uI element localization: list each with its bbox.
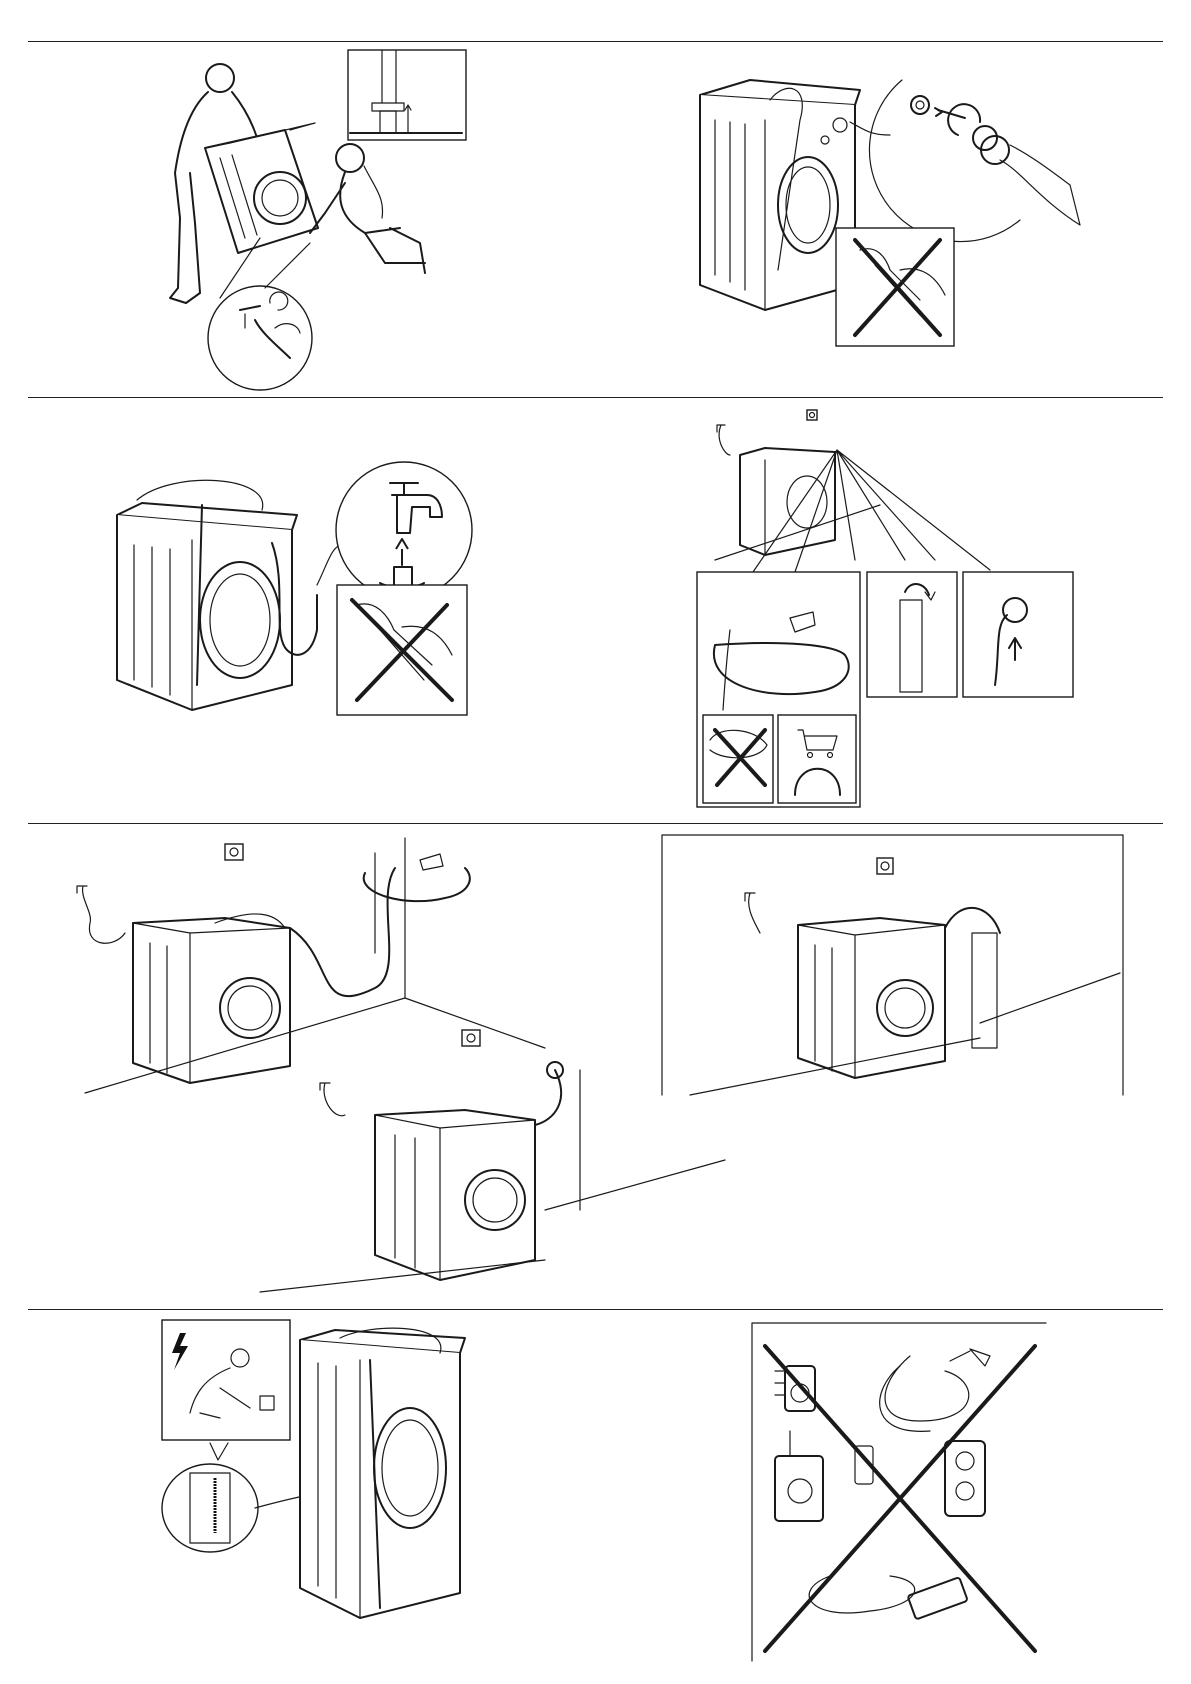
leveling-illustration bbox=[150, 48, 490, 393]
socket-symbol-icon bbox=[877, 858, 893, 874]
washer-front bbox=[798, 918, 945, 1078]
no-pliers-inset bbox=[337, 585, 467, 715]
section-divider bbox=[28, 397, 1163, 398]
transport-bolts-illustration bbox=[690, 60, 1110, 365]
electrical-connection-illustration bbox=[160, 1318, 520, 1668]
socket-symbol-icon bbox=[807, 410, 817, 420]
no-bathtub-option bbox=[703, 715, 773, 803]
washer-rear-view bbox=[300, 1328, 465, 1618]
section-divider bbox=[28, 1309, 1163, 1310]
bolt-removal-detail bbox=[850, 80, 1080, 242]
tap-icon bbox=[77, 886, 125, 943]
power-strip-icon bbox=[809, 1576, 968, 1619]
washer-front bbox=[375, 1110, 535, 1280]
drain-to-standpipe-option bbox=[867, 572, 957, 697]
drain-to-wall-outlet-option bbox=[963, 572, 1073, 697]
washer-rear-view bbox=[117, 480, 317, 710]
drain-options-illustration bbox=[695, 410, 1095, 820]
extension-cord-coil-icon bbox=[880, 1349, 990, 1431]
timer-socket-icon bbox=[775, 1431, 873, 1521]
tap-connection-detail bbox=[317, 462, 472, 605]
drain-standpipe-illustration bbox=[660, 833, 1125, 1098]
wall-sink bbox=[364, 838, 470, 998]
foot-adjust-detail bbox=[208, 238, 312, 390]
inlet-hose-illustration bbox=[112, 455, 522, 775]
plug-adapter-icon bbox=[775, 1366, 815, 1411]
cross-mark-icon bbox=[765, 1346, 1035, 1651]
foot-height-inset bbox=[348, 50, 466, 140]
washer-tilted bbox=[205, 123, 318, 253]
no-extension-cords-illustration bbox=[750, 1321, 1050, 1661]
no-pliers-inset bbox=[836, 228, 954, 346]
section-divider bbox=[28, 41, 1163, 42]
double-adapter-icon bbox=[945, 1441, 985, 1516]
person-kneeling bbox=[310, 144, 425, 273]
tap-icon bbox=[320, 1083, 345, 1116]
plug-in-inset bbox=[162, 1320, 290, 1440]
washer-front-small bbox=[715, 425, 880, 560]
accessory-purchase-option bbox=[778, 715, 856, 803]
socket-symbol-icon bbox=[462, 1030, 480, 1046]
tap-icon bbox=[745, 893, 760, 933]
section-divider bbox=[28, 823, 1163, 824]
socket-symbol-icon bbox=[225, 844, 243, 860]
